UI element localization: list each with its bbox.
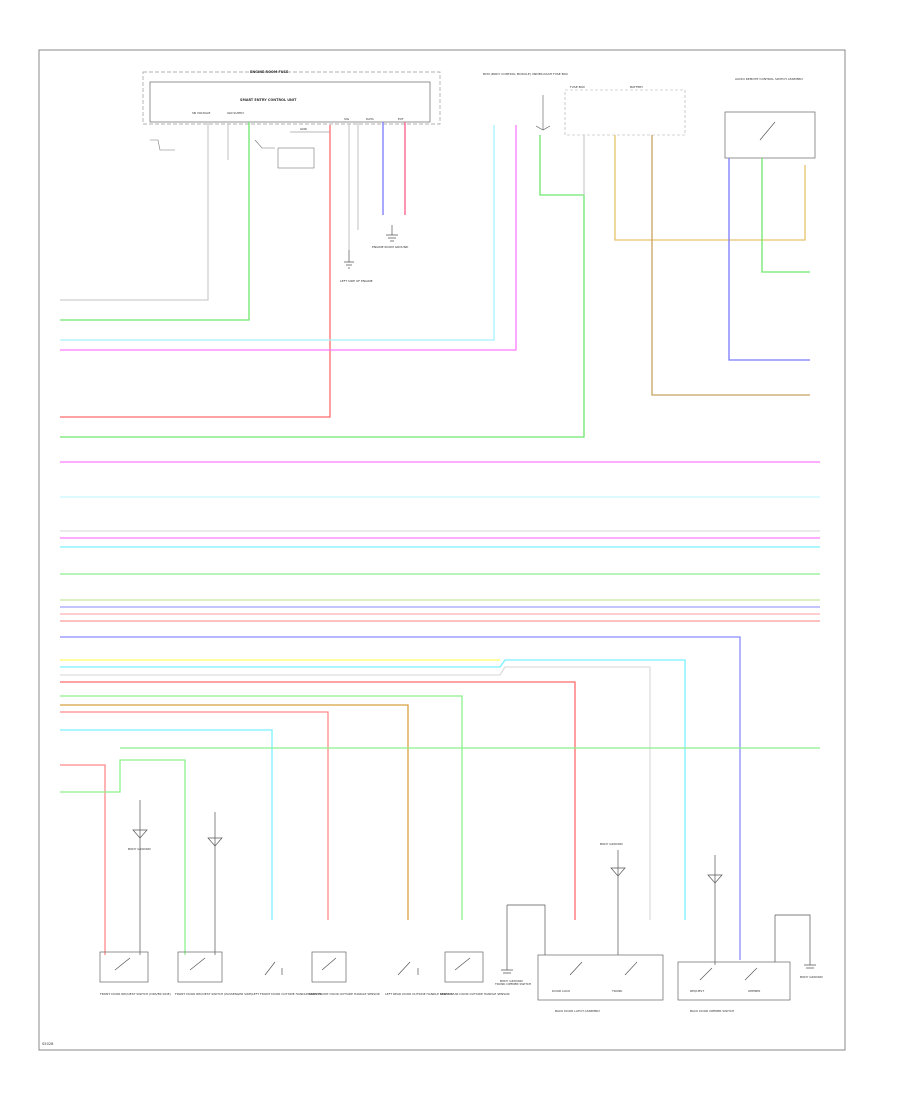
component-label-5: LEFT REAR DOOR OUTSIDE HANDLE SENSOR [385, 992, 452, 996]
control-unit-wires [60, 122, 406, 418]
sub-label-1: DOOR LOCK [552, 989, 571, 993]
ground-label-2: BODY GROUND [800, 975, 824, 979]
switch-5 [397, 961, 419, 976]
internal-relay [277, 147, 315, 169]
sub-label-3: REQUEST [690, 989, 704, 993]
ground-sensor-2 [207, 812, 223, 955]
ground-sensor-3 [610, 850, 626, 955]
component-label-8: BACK DOOR LATCH ASSEMBLY [555, 1009, 600, 1013]
pin-label-2: IGN SUPPLY [227, 111, 244, 115]
fuse-box-top [564, 89, 686, 136]
ground-symbol-engine [344, 250, 354, 269]
center-top-wires [60, 125, 810, 438]
component-label-3: LEFT FRONT DOOR OUTSIDE HANDLE SENSOR [252, 992, 321, 996]
component-label-9: BACK DOOR OPENER SWITCH [690, 1009, 734, 1013]
control-unit-label: SMART ENTRY CONTROL UNIT [240, 98, 297, 102]
top-right-label: AUDIO REMOTE CONTROL SWITCH ASSEMBLY [735, 77, 803, 81]
engine-room-fuse-label: ENGINE ROOM FUSE [250, 70, 289, 74]
diagram-frame [38, 49, 846, 1051]
ground-left-label: LEFT SIDE OF ENGINE [340, 279, 373, 283]
switch-box-2 [177, 951, 223, 983]
pin-label-1: SB VOLTAGE [192, 111, 210, 115]
pin-label-6: EXT [398, 117, 404, 121]
pin-label-4: SIG [344, 117, 350, 121]
fuse-top-label: FUSE BOX [570, 85, 585, 89]
component-label-1: FRONT DOOR REQUEST SWITCH (DRIVER SIDE) [100, 992, 171, 996]
switch-box-4 [311, 951, 347, 983]
bottom-components [99, 800, 816, 1001]
component-label-2: FRONT DOOR REQUEST SWITCH (PASSENGER SID… [175, 992, 252, 996]
ground-label-3: BODY GROUND [128, 847, 152, 851]
ground-symbol-engine-room [386, 225, 398, 242]
ground-sensor-1 [132, 800, 148, 955]
control-unit-group: ENGINE ROOM FUSE SMART ENTRY CONTROL UNI… [142, 70, 441, 283]
bottom-labels: FRONT DOOR REQUEST SWITCH (DRIVER SIDE) … [100, 842, 824, 1013]
component-label-4: RIGHT FRONT DOOR OUTSIDE HANDLE SENSOR [308, 992, 380, 996]
sub-label-2: TRUNK [611, 989, 623, 993]
ground-label-1: BODY GROUND [500, 979, 524, 983]
diagram-footer-code: S5028 [42, 1042, 54, 1046]
control-unit-box [149, 81, 431, 123]
top-right-wires [728, 158, 810, 361]
pin-label-5: DATA [366, 117, 375, 121]
component-label-6: RIGHT REAR DOOR OUTSIDE HANDLE SENSOR [440, 992, 510, 996]
fuse-top2-label: BATTERY [630, 85, 643, 89]
center-top-group: BCM (BODY CONTROL MODULE) UNDER-DASH FUS… [483, 72, 686, 136]
component-label-7: TRUNK OPENER SWITCH [494, 982, 531, 986]
pin-label-3: GND [300, 127, 308, 131]
ground-label-4: BODY GROUND [600, 842, 624, 846]
ground-body-1 [501, 904, 546, 974]
ground-mid-label: ENGINE ROOM GROUND [372, 245, 409, 249]
audio-switch-box [724, 111, 816, 159]
switch-box-6 [444, 951, 484, 983]
horizontal-bus [60, 461, 820, 960]
opener-switch-box [677, 961, 791, 1001]
engine-room-fuse-box [142, 71, 441, 125]
ground-body-2 [774, 914, 816, 969]
ground-sensor-4 [707, 855, 723, 965]
sub-label-4: OPENER [748, 989, 760, 993]
switch-3 [264, 961, 283, 976]
top-right-group: AUDIO REMOTE CONTROL SWITCH ASSEMBLY [724, 77, 816, 159]
switch-box-1 [99, 951, 149, 983]
latch-assembly-box [537, 954, 664, 1001]
center-top-label: BCM (BODY CONTROL MODULE) UNDER-DASH FUS… [483, 72, 568, 76]
